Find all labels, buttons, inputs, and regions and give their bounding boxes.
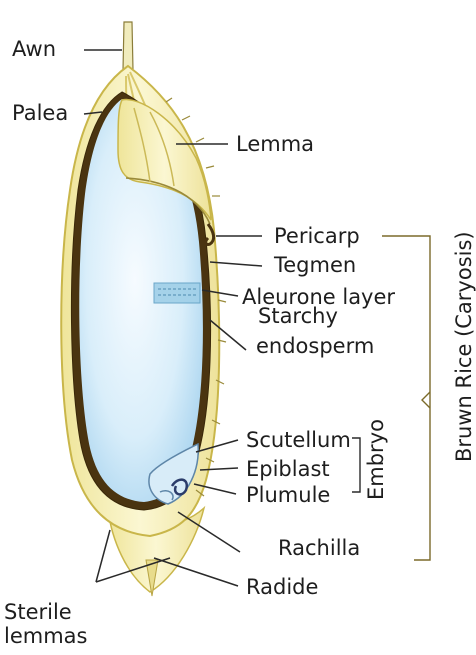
brown-rice-bracket-tip [422,392,430,408]
label-starchy-line2: endosperm [256,334,374,358]
leader-tegmen [210,262,262,266]
label-embryo: Embryo [364,419,388,500]
label-plumule: Plumule [246,483,330,507]
label-awn: Awn [12,37,56,61]
label-tegmen: Tegmen [274,253,356,277]
label-starchy-line1: Starchy [258,304,338,328]
embryo-bracket [352,438,360,492]
aleurone-patch [154,283,200,303]
label-rachilla: Rachilla [278,536,360,560]
label-brown-rice: Bruwn Rice (Caryosis) [452,231,476,462]
label-sterile-line2: lemmas [4,624,87,648]
label-sterile-line1: Sterile [4,600,72,624]
label-pericarp: Pericarp [274,224,360,248]
label-palea: Palea [12,101,68,125]
awn-shape [123,22,133,70]
label-epiblast: Epiblast [246,457,330,481]
label-lemma: Lemma [236,132,314,156]
label-radicle: Radide [246,575,318,599]
label-scutellum: Scutellum [246,428,351,452]
leader-sterile-a [96,530,110,582]
